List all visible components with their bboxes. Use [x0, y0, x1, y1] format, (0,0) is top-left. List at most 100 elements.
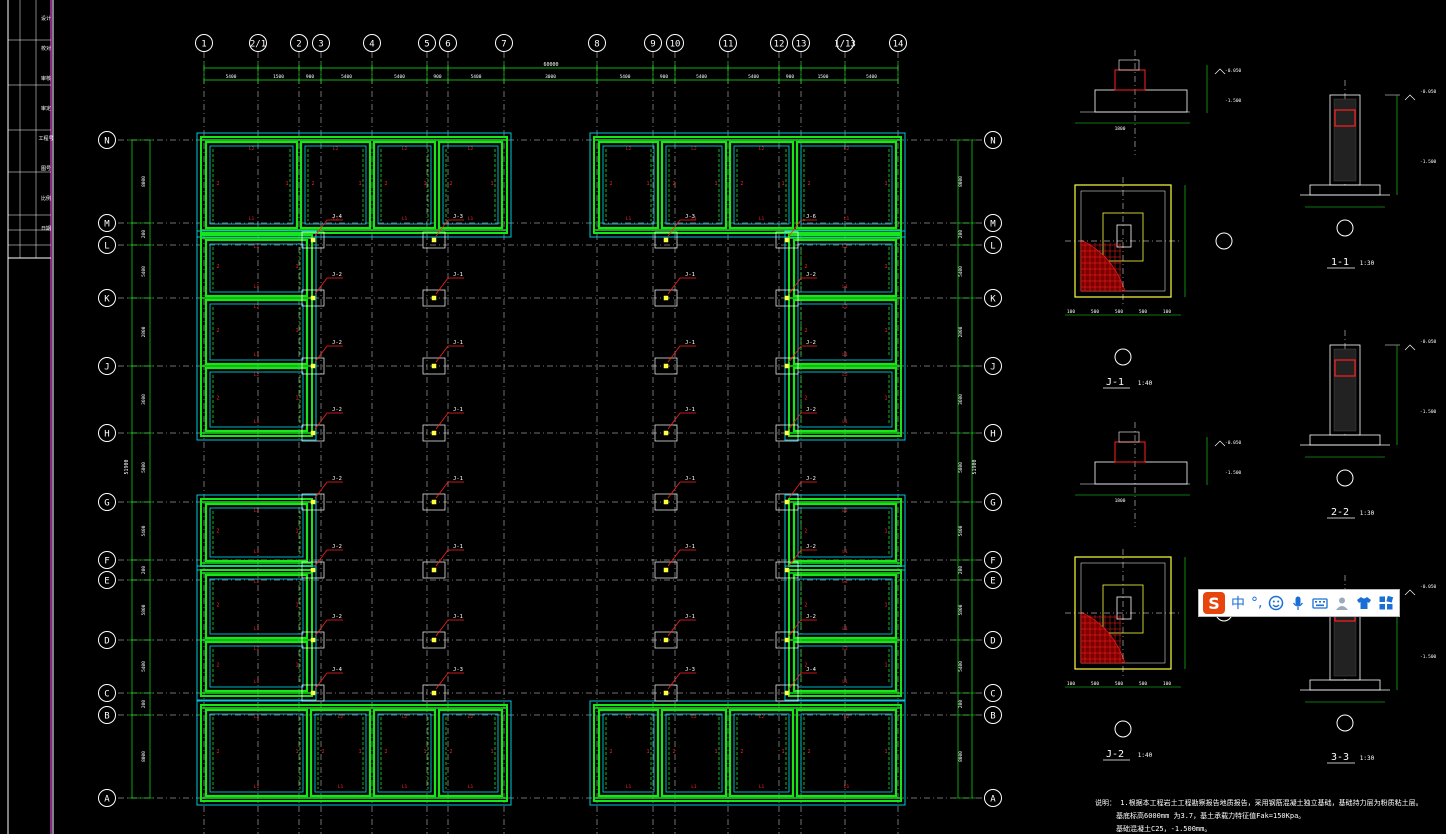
beam-label: L2 — [842, 646, 848, 652]
elevation-marker — [1404, 589, 1416, 596]
foundation-pad — [775, 357, 799, 375]
beam-label: 1 — [884, 396, 887, 402]
section-hatch — [1333, 98, 1357, 182]
row-axis-bubble-right — [984, 357, 1002, 375]
section-beam — [1334, 359, 1356, 377]
pad-leader — [435, 412, 464, 430]
foundation-pad — [654, 424, 678, 442]
room-beam — [660, 708, 728, 798]
section-footing — [1309, 434, 1381, 446]
beam-label: 2 — [672, 181, 675, 187]
skin-shirt-icon[interactable] — [1356, 595, 1372, 611]
foundation-label: J-2 — [806, 272, 816, 278]
axis-bubble-label: B — [104, 712, 109, 722]
pad-leader — [788, 412, 817, 430]
wing-beam — [788, 234, 902, 437]
pad-leader — [435, 619, 464, 637]
column-marker — [431, 690, 437, 696]
beam-label: 2 — [216, 663, 219, 669]
foundation-pad — [654, 684, 678, 702]
axis-bubble-label: 9 — [650, 40, 655, 50]
axis-bubble-label: 5 — [424, 40, 429, 50]
elevation-text: -1.500 — [1420, 159, 1437, 165]
detail-axis-bubble — [1114, 720, 1132, 738]
column-marker — [431, 363, 437, 369]
room-beam — [437, 708, 504, 798]
axis-bubble-label: 13 — [796, 40, 807, 50]
column-marker — [784, 690, 790, 696]
elevation-marker — [1404, 344, 1416, 351]
room-slab — [314, 713, 367, 793]
toolbox-grid-icon[interactable] — [1378, 595, 1394, 611]
beam-label: L1 — [338, 784, 344, 790]
column-marker — [663, 363, 669, 369]
beam-label: 1 — [781, 181, 784, 187]
ime-language-toggle[interactable]: 中 — [1231, 596, 1245, 612]
foundation-pad — [654, 231, 678, 249]
beam-label: 2 — [804, 603, 807, 609]
room-beam — [372, 140, 437, 230]
axis-bubble-label: L — [104, 242, 109, 252]
column-marker — [310, 499, 316, 505]
column-axis-bubble — [792, 34, 810, 52]
beam-label: 1 — [358, 181, 361, 187]
sogou-logo-icon[interactable]: S — [1203, 592, 1225, 614]
beam-label: L1 — [249, 216, 255, 222]
room-beam — [660, 140, 728, 230]
ime-punctuation-toggle[interactable]: °, — [1251, 595, 1263, 611]
axis-bubble-label: F — [990, 557, 995, 567]
beam-label: 1 — [295, 749, 298, 755]
user-icon[interactable] — [1334, 595, 1350, 611]
pad-leader — [314, 412, 343, 430]
column-marker — [431, 637, 437, 643]
wing-outline — [784, 230, 906, 441]
column-marker — [663, 430, 669, 436]
column-marker — [310, 567, 316, 573]
foundation-pad — [775, 631, 799, 649]
beam-label: 1 — [884, 181, 887, 187]
section-pier — [1118, 431, 1140, 443]
column-axis-bubble — [770, 34, 788, 52]
column-marker — [784, 567, 790, 573]
room-beam — [792, 640, 898, 693]
pad-leader — [667, 219, 696, 237]
microphone-icon[interactable] — [1290, 595, 1306, 611]
section-beam — [1334, 109, 1356, 127]
left-dim-text: 200 — [141, 230, 147, 238]
keyboard-icon[interactable] — [1312, 595, 1329, 611]
pad-leader — [314, 277, 343, 295]
beam-label: 2 — [804, 264, 807, 270]
beam-label: L2 — [626, 146, 632, 152]
foundation-pad — [775, 289, 799, 307]
beam-label: L1 — [842, 626, 848, 632]
beam-label: L2 — [691, 146, 697, 152]
row-axis-bubble-right — [984, 551, 1002, 569]
left-dim-text: 200 — [141, 700, 147, 708]
beam-label: L1 — [254, 549, 260, 555]
room-slab — [209, 645, 304, 688]
column-marker — [310, 363, 316, 369]
pad-leader — [667, 481, 696, 499]
row-axis-bubble-right — [984, 571, 1002, 589]
room-beam — [204, 502, 309, 563]
beam-label: 2 — [449, 181, 452, 187]
row-axis-bubble-left — [98, 214, 116, 232]
row-axis-bubble-left — [98, 789, 116, 807]
foundation-label: J-2 — [332, 544, 342, 550]
beam-label: L2 — [338, 714, 344, 720]
beam-label: L1 — [842, 352, 848, 358]
right-dim-text: 2800 — [958, 326, 964, 337]
emoji-icon[interactable] — [1268, 595, 1284, 611]
ime-toolbar[interactable]: S 中 °, — [1198, 589, 1400, 617]
section-axis-bubble — [1336, 219, 1354, 237]
pad-leader — [667, 277, 696, 295]
beam-label: 2 — [804, 529, 807, 535]
room-slab — [797, 578, 893, 635]
axis-bubble-label: 7 — [501, 40, 506, 50]
beam-label: 2 — [804, 328, 807, 334]
beam-label: L1 — [333, 216, 339, 222]
room-beam — [204, 640, 309, 693]
